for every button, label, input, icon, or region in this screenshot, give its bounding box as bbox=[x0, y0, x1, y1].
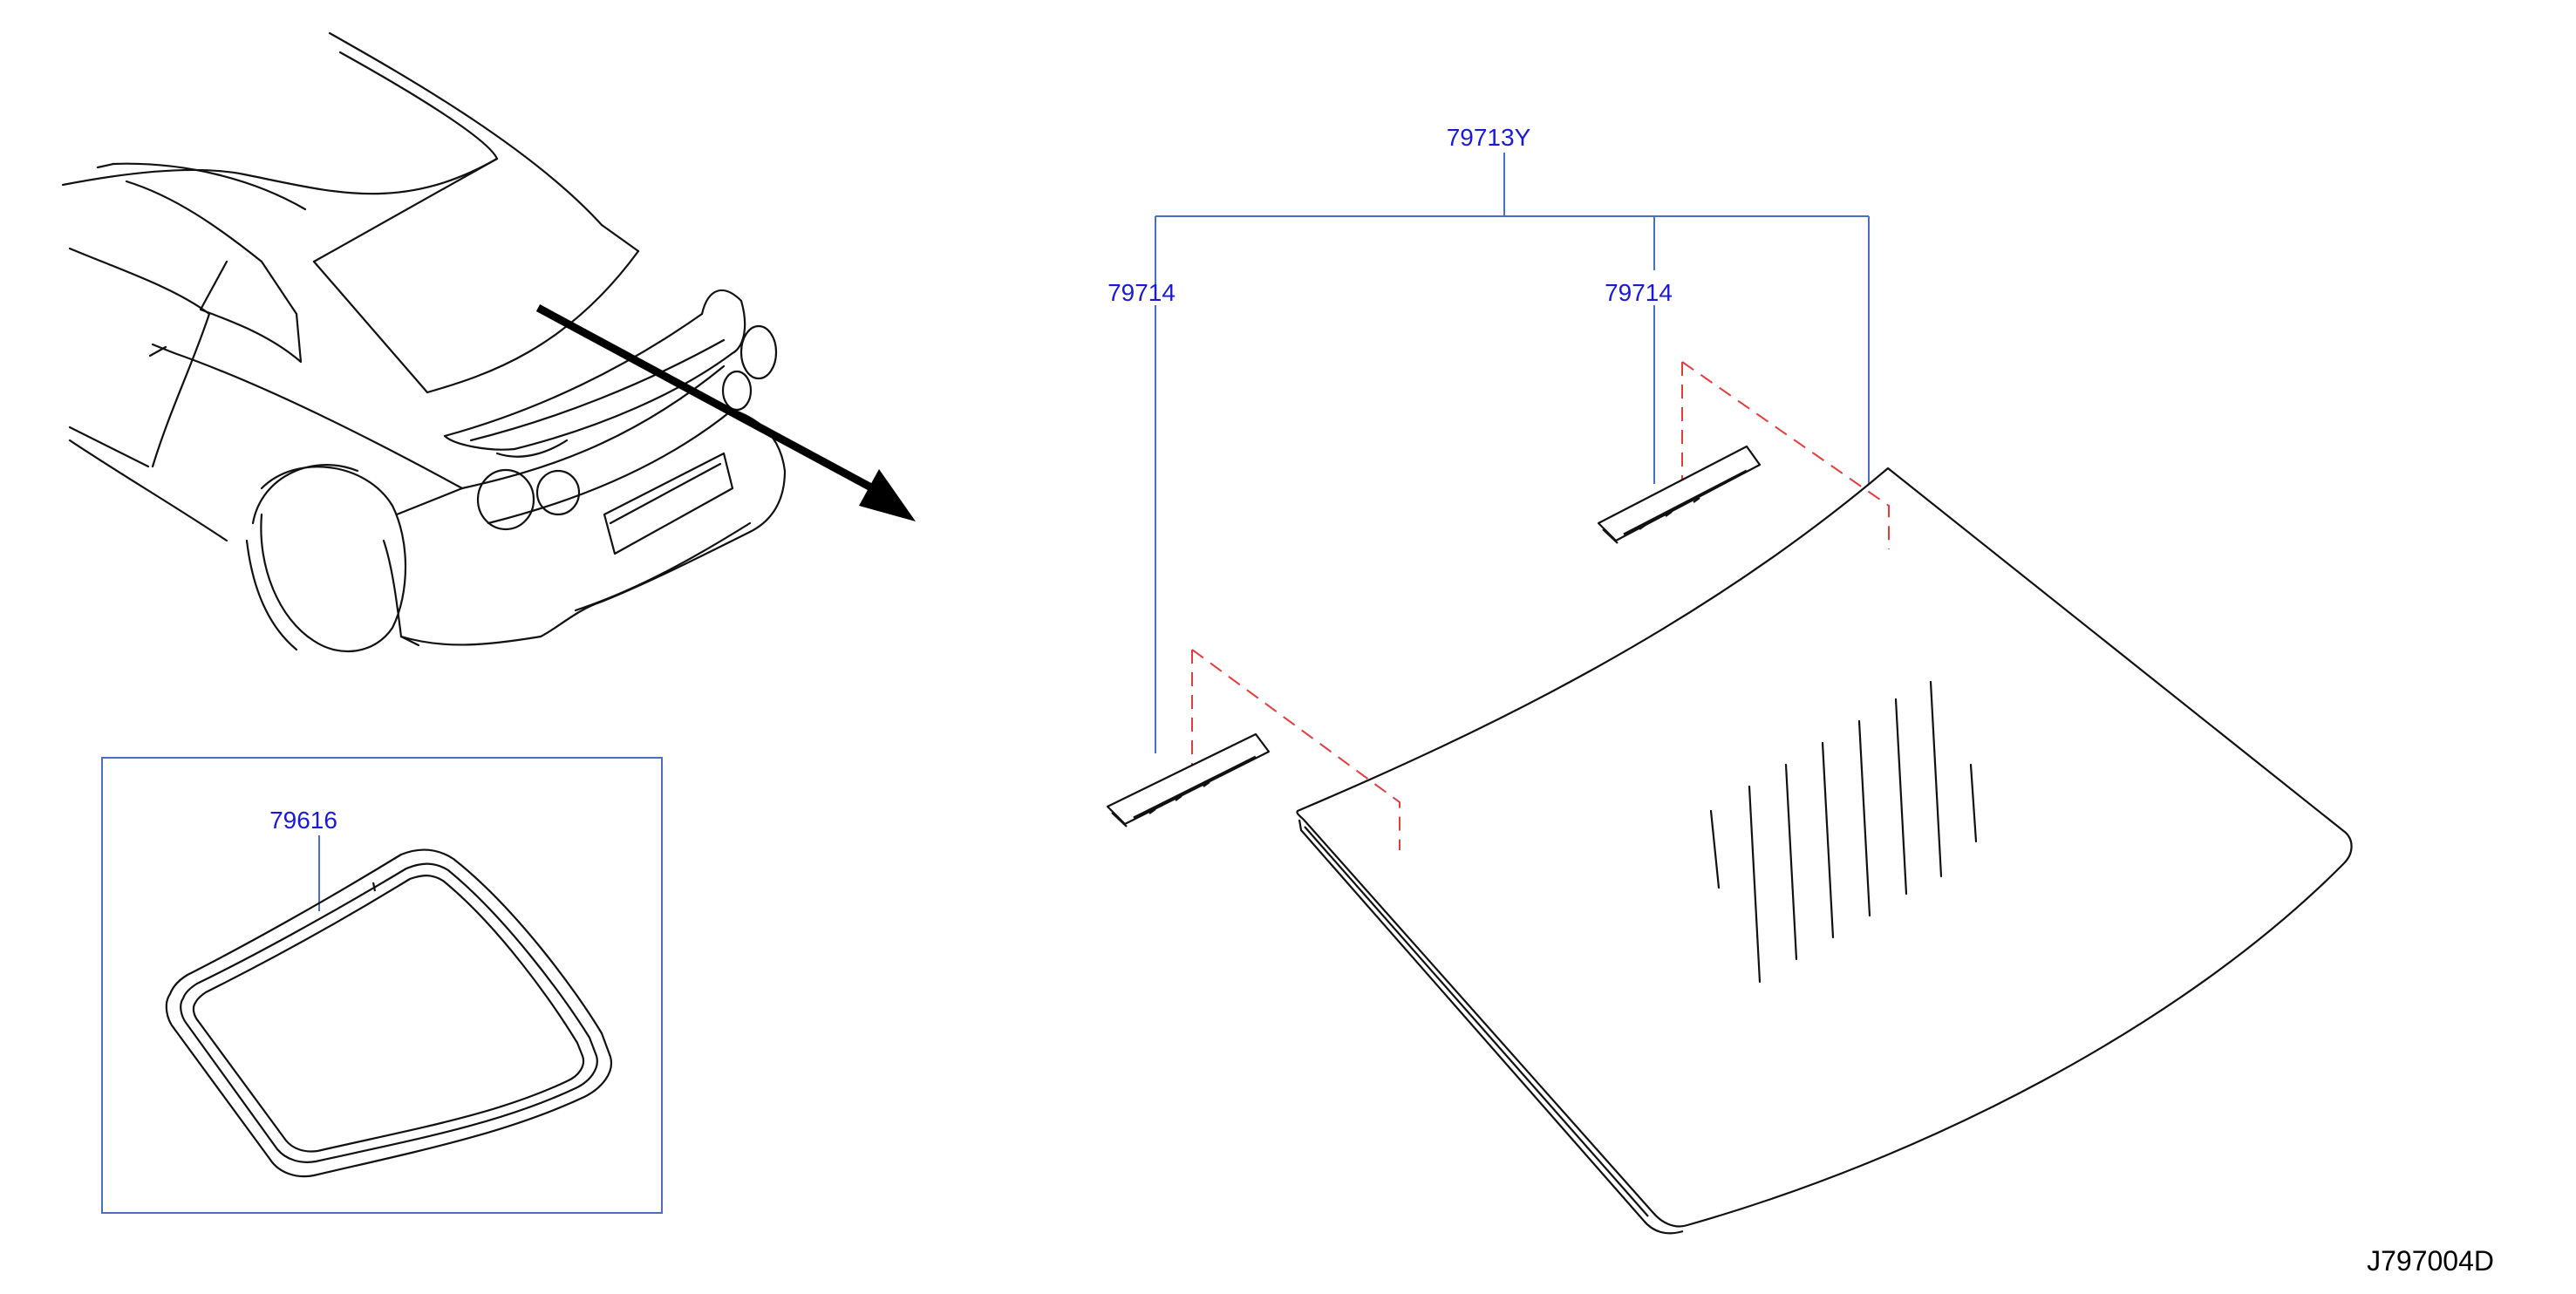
assembly-part-number: 79713Y bbox=[1447, 124, 1531, 151]
sealant-inset: 79616 bbox=[101, 757, 663, 1214]
sealant-outline bbox=[165, 848, 613, 1178]
right-part-number: 79714 bbox=[1605, 279, 1673, 306]
sealant-part-number: 79616 bbox=[269, 807, 337, 834]
right-mount-piece bbox=[1597, 445, 1762, 544]
left-mount-piece bbox=[1106, 732, 1271, 827]
diagram-reference-id: J797004D bbox=[2367, 1245, 2494, 1277]
placement-guides bbox=[1191, 361, 1890, 850]
windshield-glass bbox=[1296, 467, 2353, 1235]
car-rear-illustration bbox=[61, 31, 787, 653]
assembly-leader-lines bbox=[1155, 153, 1870, 753]
left-part-number: 79714 bbox=[1107, 279, 1176, 306]
direction-arrow bbox=[535, 304, 916, 521]
glass-reflection-lines bbox=[1709, 680, 1978, 984]
